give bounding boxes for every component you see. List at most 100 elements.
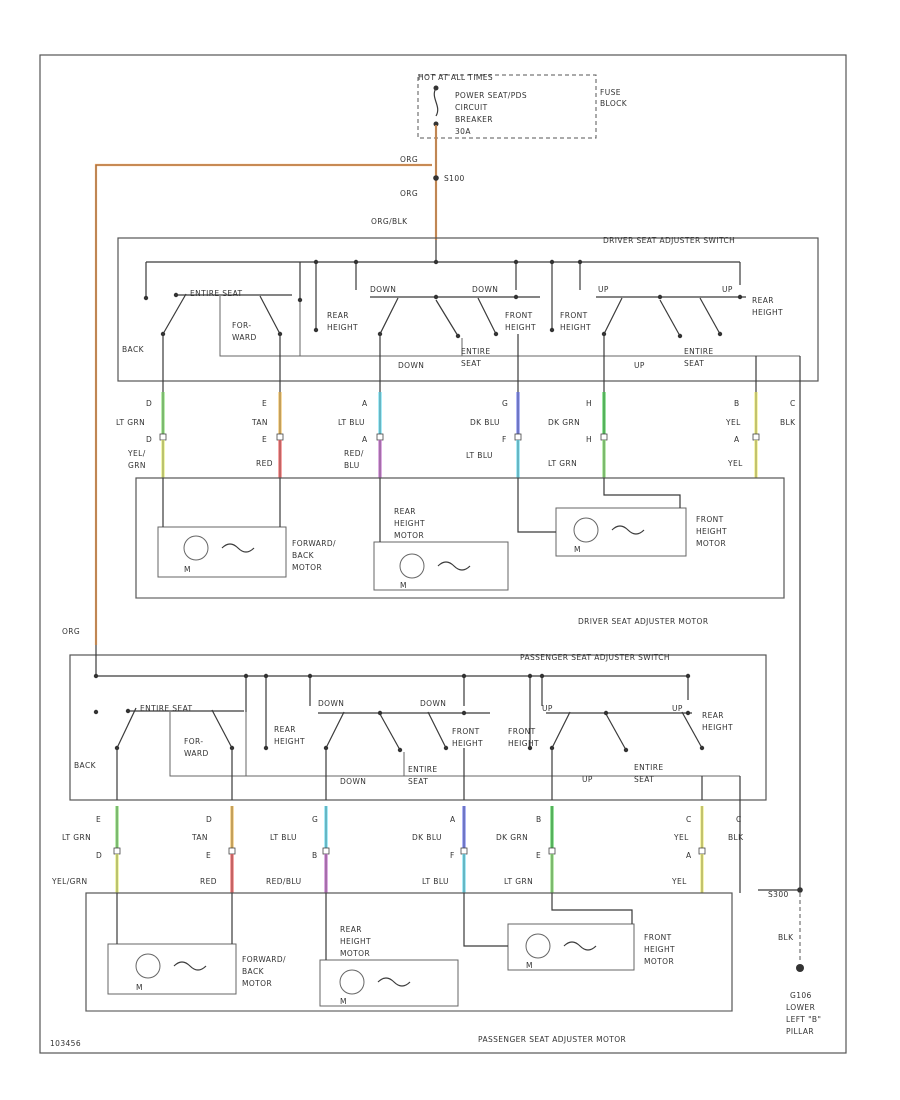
pass-motor-title: PASSENGER SEAT ADJUSTER MOTOR	[478, 1035, 626, 1044]
drv-down-center: DOWN	[472, 285, 498, 294]
dw0-pin-bot: D	[146, 435, 152, 444]
org-blk-label: ORG/BLK	[371, 217, 408, 226]
pw4-pin-bot: E	[536, 851, 541, 860]
dw1-pin-bot: E	[262, 435, 267, 444]
pw0-pin-bot: D	[96, 851, 102, 860]
pas-front-m: M	[526, 961, 533, 970]
passenger-colored-wires	[113, 806, 706, 893]
pass-connector-pin-2	[322, 847, 330, 855]
dw2-pin-bot: A	[362, 435, 368, 444]
ground-g3: LEFT "B"	[786, 1015, 821, 1024]
drv-fwd-m: M	[184, 565, 191, 574]
drv-front-h2: HEIGHT	[505, 323, 536, 332]
ground-splice: S300	[768, 890, 789, 899]
fuse-block: HOT AT ALL TIMES POWER SEAT/PDS CIRCUIT …	[417, 73, 627, 139]
pw2-pin-top: G	[312, 815, 318, 824]
footer-code: 103456	[50, 1039, 81, 1048]
pas-blk-label: BLK	[728, 833, 744, 842]
pas-rear-h1: REAR	[274, 725, 296, 734]
pw0-pin-top: E	[96, 815, 101, 824]
driver-connector-pin-5	[752, 433, 760, 441]
passenger-seat-motor: M FORWARD/ BACK MOTOR M REAR HEIGHT MOTO…	[85, 800, 741, 1044]
dw3-pin-bot: F	[502, 435, 507, 444]
pas-front1: FRONT	[644, 933, 672, 942]
pas-entire-seat-top: ENTIRE SEAT	[140, 704, 193, 713]
pas-down-bottom: DOWN	[340, 777, 366, 786]
drv-rear2: HEIGHT	[394, 519, 425, 528]
driver-connector-pin-1	[276, 433, 284, 441]
drv-back: BACK	[122, 345, 145, 354]
dw0-bot2: GRN	[128, 461, 146, 470]
pas-rear2: HEIGHT	[340, 937, 371, 946]
ground-circuit: S300 BLK G106 LOWER LEFT "B" PILLAR	[758, 887, 821, 1036]
pw0-bot: YEL/GRN	[51, 877, 87, 886]
dw2-bot: RED/	[344, 449, 364, 458]
pass-connector-pin-4	[548, 847, 556, 855]
drv-up-right: UP	[722, 285, 733, 294]
org-top-label: ORG	[400, 155, 418, 164]
dw4-bot: LT GRN	[548, 459, 577, 468]
dw1-top: TAN	[251, 418, 268, 427]
driver-connector-pin-0	[159, 433, 167, 441]
driver-seat-switch: DRIVER SEAT ADJUSTER SWITCH	[117, 236, 819, 382]
dw0-bot: YEL/	[127, 449, 146, 458]
drv-front-h3: FRONT	[560, 311, 588, 320]
pw1-top: TAN	[191, 833, 208, 842]
pw3-pin-top: A	[450, 815, 456, 824]
drv-rear-m: M	[400, 581, 407, 590]
org-mid-label: ORG	[400, 189, 418, 198]
drv-blk-pin: C	[790, 399, 796, 408]
driver-connector-pin-2	[376, 433, 384, 441]
drv-rear-h1: REAR	[327, 311, 349, 320]
pas-down-left: DOWN	[318, 699, 344, 708]
pas-blk-pin: C	[736, 815, 742, 824]
pas-entire-mid2: SEAT	[408, 777, 428, 786]
pw2-bot: RED/BLU	[266, 877, 302, 886]
drv-front-h4: HEIGHT	[560, 323, 591, 332]
driver-switch-title: DRIVER SEAT ADJUSTER SWITCH	[603, 236, 735, 245]
drv-front2: HEIGHT	[696, 527, 727, 536]
dw3-pin-top: G	[502, 399, 508, 408]
pw5-pin-bot: A	[686, 851, 692, 860]
pw3-bot: LT BLU	[422, 877, 449, 886]
drv-front1: FRONT	[696, 515, 724, 524]
pw1-bot: RED	[200, 877, 217, 886]
dw4-pin-bot: H	[586, 435, 592, 444]
drv-for2: WARD	[232, 333, 257, 342]
drv-up-left: UP	[598, 285, 609, 294]
dw0-pin-top: D	[146, 399, 152, 408]
pas-front3: MOTOR	[644, 957, 674, 966]
splice-s100	[433, 175, 439, 181]
pas-rear-m: M	[340, 997, 347, 1006]
pas-fwd2: BACK	[242, 967, 265, 976]
drv-rear-h3: REAR	[752, 296, 774, 305]
drv-down-bottom: DOWN	[398, 361, 424, 370]
pas-back: BACK	[74, 761, 97, 770]
org-pass-label: ORG	[62, 627, 80, 636]
dw0-top: LT GRN	[116, 418, 145, 427]
drv-rear-h4: HEIGHT	[752, 308, 783, 317]
pas-for1: FOR-	[184, 737, 203, 746]
pas-entire-r2: SEAT	[634, 775, 654, 784]
pas-entire-mid1: ENTIRE	[408, 765, 438, 774]
pw5-bot: YEL	[671, 877, 687, 886]
dw4-pin-top: H	[586, 399, 592, 408]
drv-rear-h2: HEIGHT	[327, 323, 358, 332]
fuse-line3: BREAKER	[455, 115, 493, 124]
drv-front-h1: FRONT	[505, 311, 533, 320]
pas-front2: HEIGHT	[644, 945, 675, 954]
pas-up-right: UP	[672, 704, 683, 713]
pw1-pin-bot: E	[206, 851, 211, 860]
passenger-seat-switch: PASSENGER SEAT ADJUSTER SWITCH	[69, 645, 767, 801]
pass-connector-pin-5	[698, 847, 706, 855]
pw5-top: YEL	[673, 833, 689, 842]
drv-front-m: M	[574, 545, 581, 554]
dw5-pin-top: B	[734, 399, 740, 408]
drv-rear1: REAR	[394, 507, 416, 516]
pw4-bot: LT GRN	[504, 877, 533, 886]
pas-front-h3: FRONT	[508, 727, 536, 736]
drv-entire-mid1: ENTIRE	[461, 347, 491, 356]
ground-g4: PILLAR	[786, 1027, 814, 1036]
drv-entire-mid2: SEAT	[461, 359, 481, 368]
